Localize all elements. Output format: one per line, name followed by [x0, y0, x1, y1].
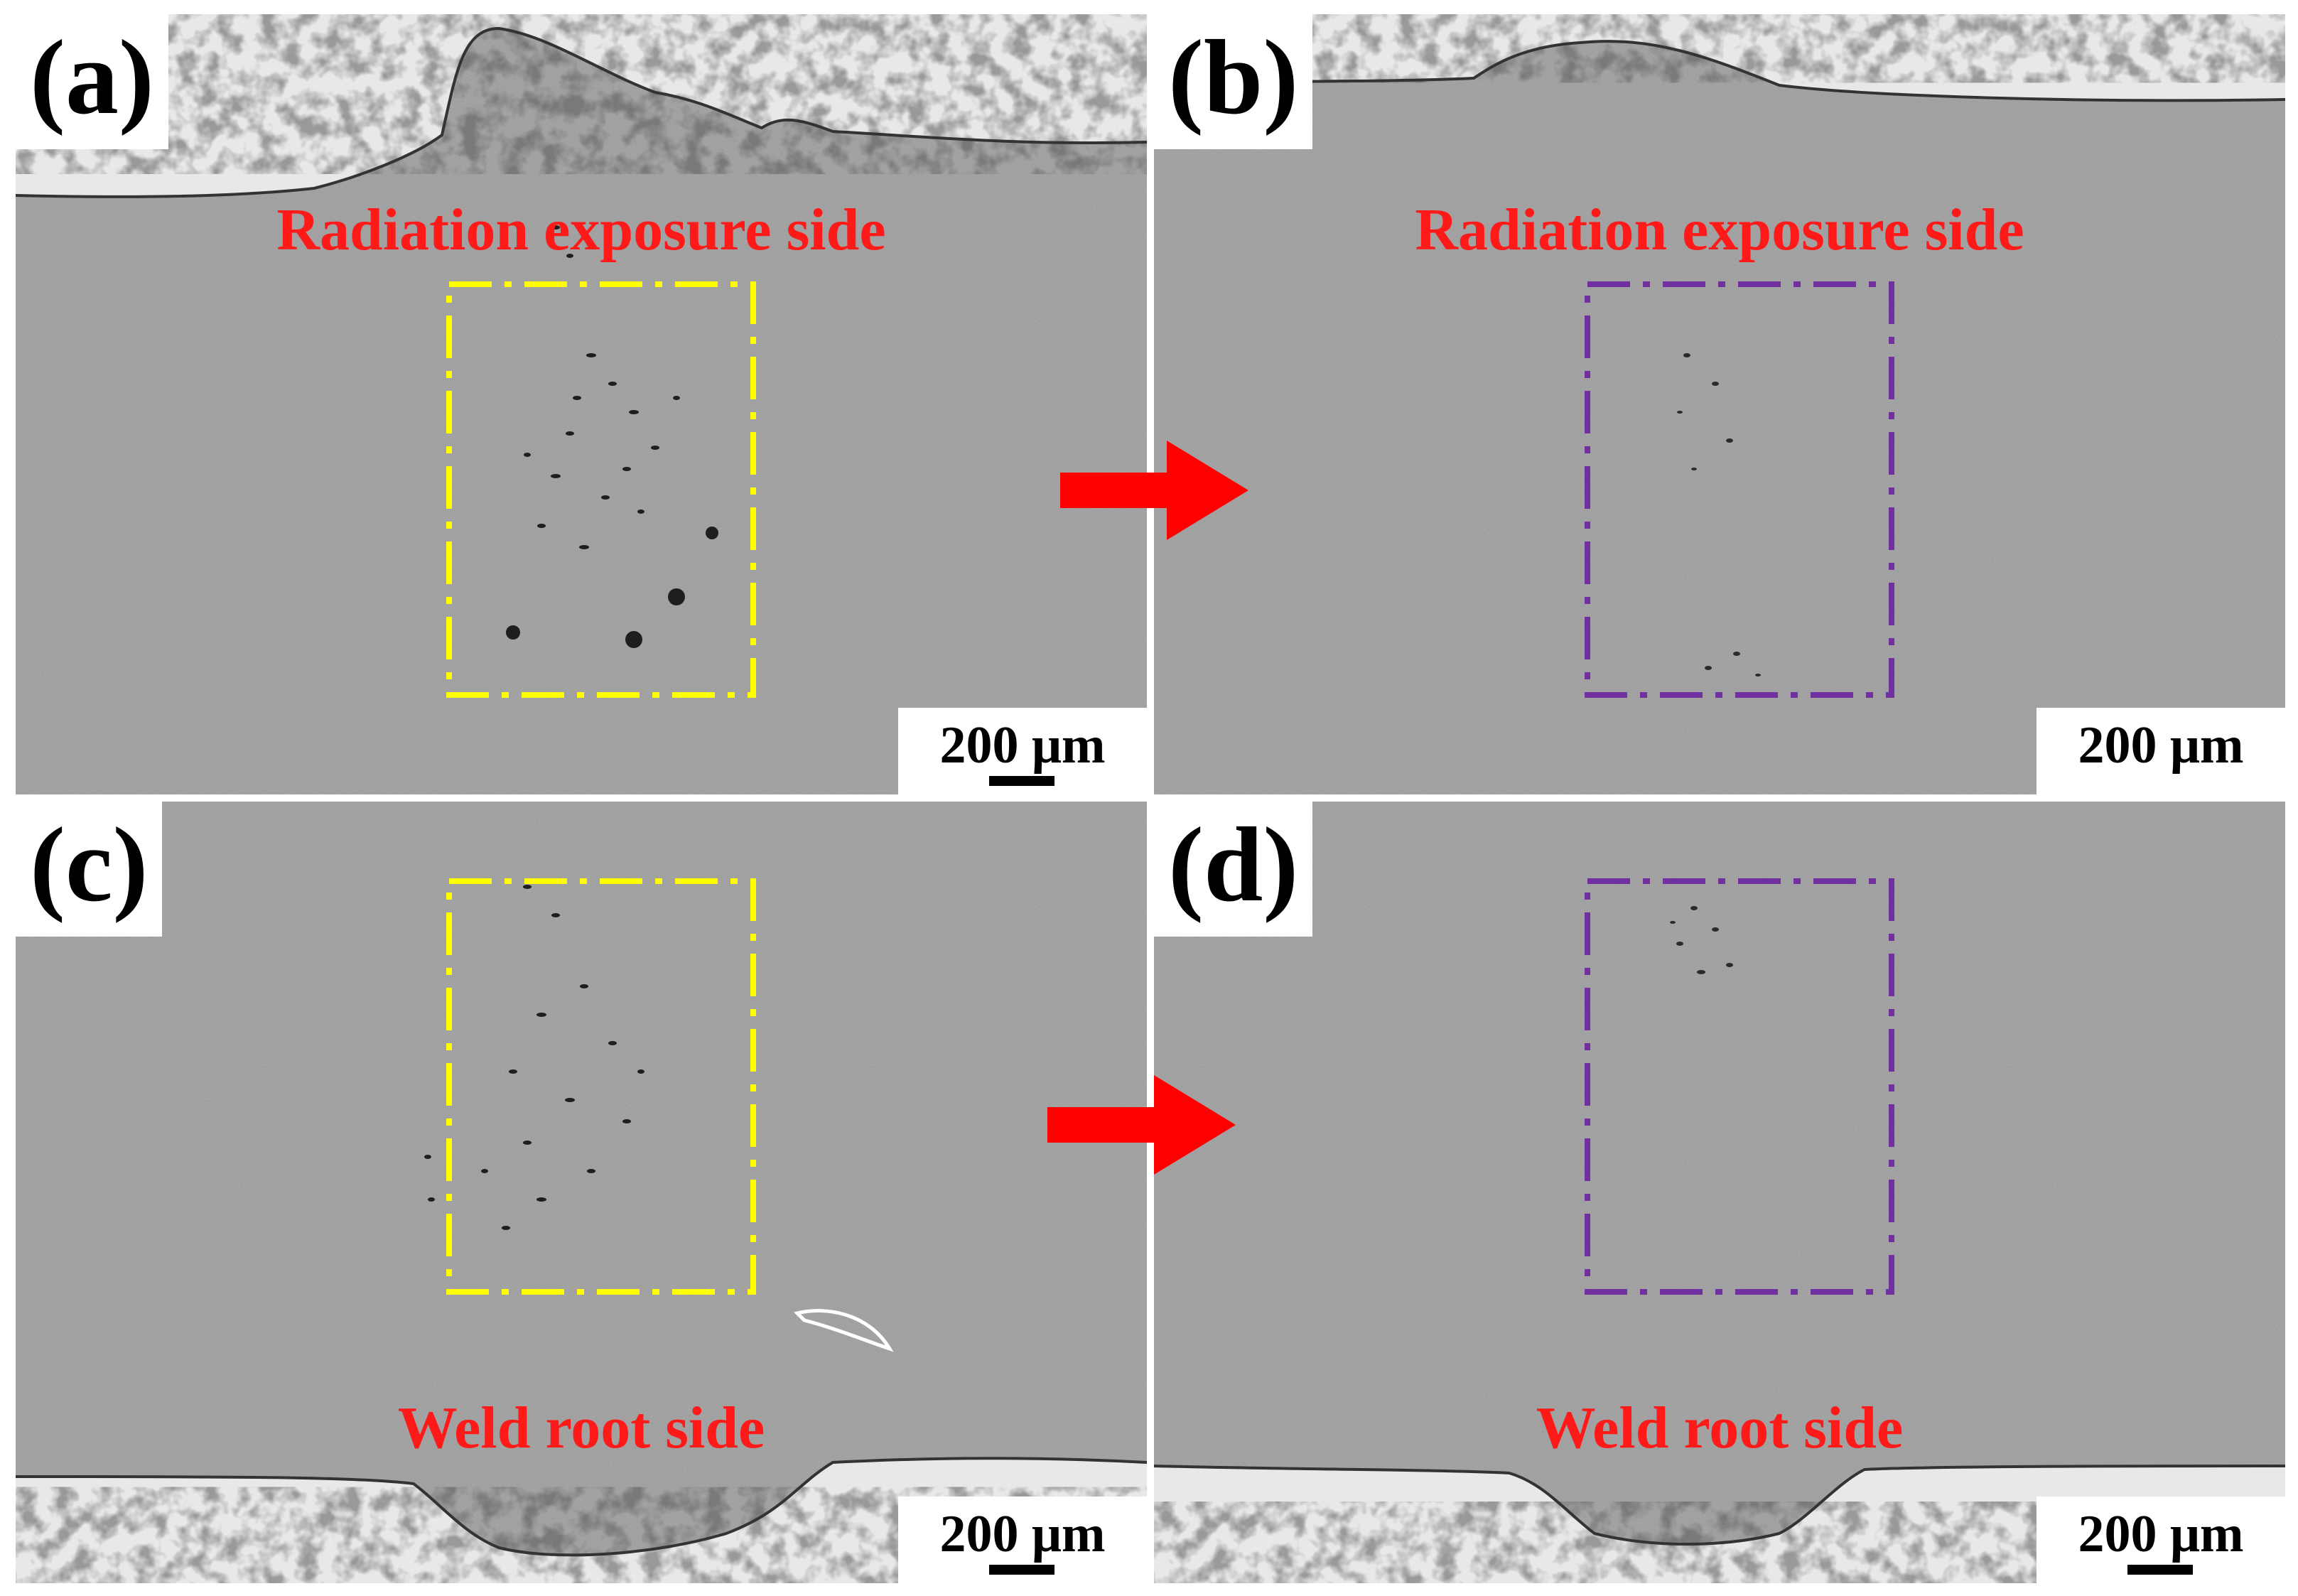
panel-caption: Radiation exposure side: [276, 197, 886, 263]
scale-bar: 200 μm: [2037, 1497, 2285, 1583]
panel-c: (c) Weld root side 200 μm: [16, 802, 1147, 1583]
scale-bar-label: 200 μm: [2078, 716, 2244, 775]
arrow-right-icon: [1047, 1075, 1236, 1175]
panel-caption: Weld root side: [397, 1395, 765, 1461]
panel-label: (d): [1154, 802, 1313, 937]
scale-bar-label: 200 μm: [939, 716, 1106, 775]
panel-label: (c): [16, 802, 163, 937]
panel-caption: Weld root side: [1536, 1395, 1904, 1461]
micrograph-d: [1154, 802, 2285, 1583]
panel-label: (a): [16, 14, 168, 149]
scale-bar-line: [989, 776, 1054, 786]
scale-bar-line: [989, 1565, 1054, 1575]
micrograph-b: [1154, 14, 2285, 794]
scale-bar-label: 200 μm: [2078, 1505, 2244, 1563]
micrograph-a: [16, 14, 1147, 794]
scale-bar-line: [2127, 1565, 2193, 1575]
panel-caption: Radiation exposure side: [1415, 197, 2024, 263]
micrograph-c: [16, 802, 1147, 1583]
scale-bar: 200 μm: [898, 1497, 1147, 1583]
arrow-right-icon: [1060, 441, 1248, 540]
scale-bar: 200 μm: [898, 708, 1147, 794]
panel-label: (b): [1154, 14, 1313, 149]
scale-bar-label: 200 μm: [939, 1505, 1106, 1563]
panel-b: (b) Radiation exposure side 200 μm: [1154, 14, 2285, 794]
scale-bar: 200 μm: [2037, 708, 2285, 794]
panel-a: (a) Radiation exposure side 200 μm: [16, 14, 1147, 794]
panel-d: (d) Weld root side 200 μm: [1154, 802, 2285, 1583]
